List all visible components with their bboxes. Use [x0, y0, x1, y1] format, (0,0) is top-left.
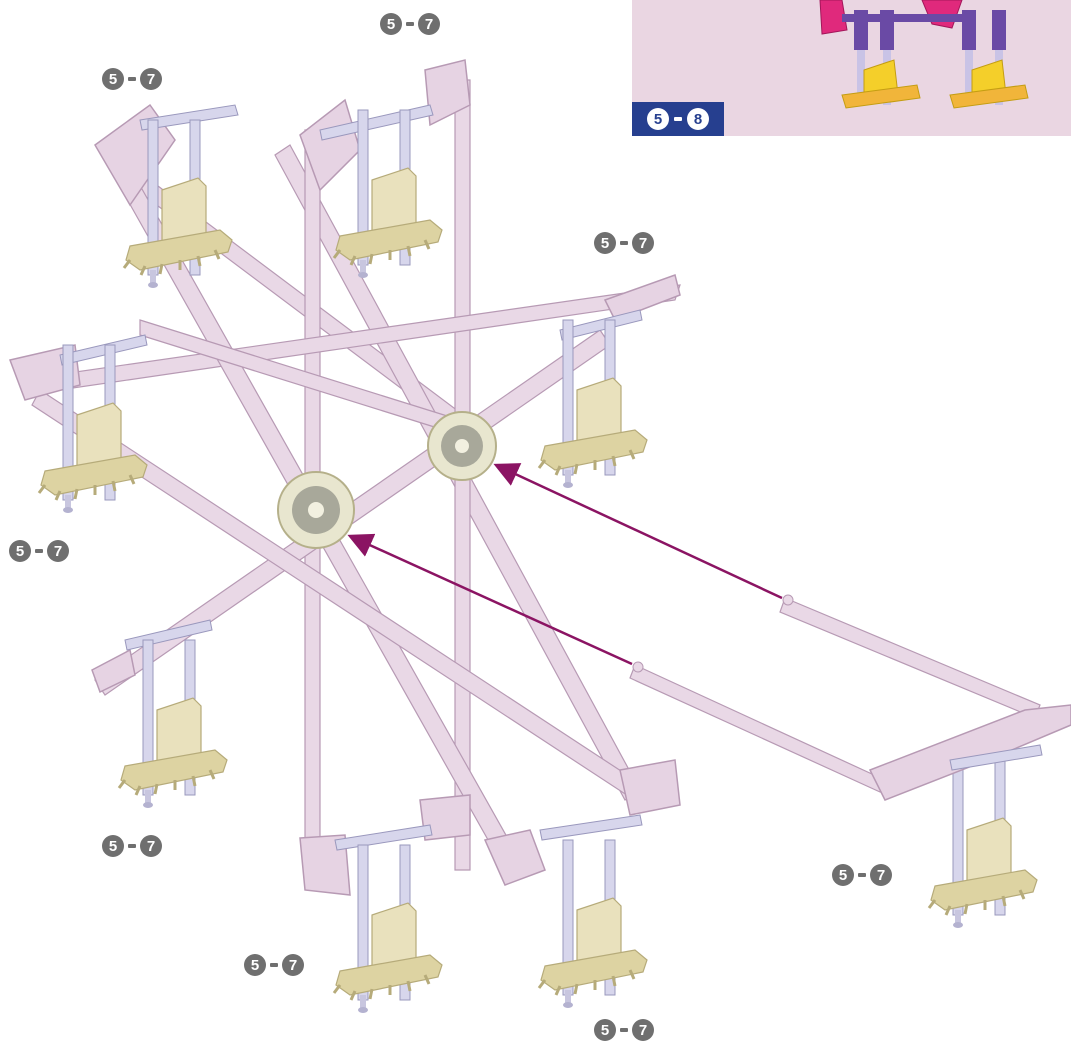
step-major: 5 — [9, 540, 31, 562]
hub-front — [277, 471, 355, 549]
step-minor: 7 — [140, 68, 162, 90]
step-minor: 7 — [418, 13, 440, 35]
step-minor: 7 — [632, 232, 654, 254]
step-minor: 7 — [47, 540, 69, 562]
gondola-bottom-right — [537, 838, 649, 1010]
inset-step-separator — [674, 117, 682, 121]
step-minor: 7 — [140, 835, 162, 857]
step-major: 5 — [102, 835, 124, 857]
step-separator — [270, 963, 278, 967]
insertion-arrow-front — [347, 533, 633, 666]
step-major: 5 — [380, 13, 402, 35]
step-separator — [406, 22, 414, 26]
step-minor: 7 — [282, 954, 304, 976]
insertion-arrow-rear — [493, 463, 783, 600]
step-separator — [128, 844, 136, 848]
inset-step-major: 5 — [647, 108, 669, 130]
step-major: 5 — [244, 954, 266, 976]
step-separator — [35, 549, 43, 553]
step-separator — [858, 873, 866, 877]
inset-step-minor: 8 — [687, 108, 709, 130]
step-major: 5 — [594, 232, 616, 254]
detached-frame — [629, 594, 1071, 801]
gondola-detached — [927, 758, 1039, 930]
step-major: 5 — [832, 864, 854, 886]
step-minor: 7 — [870, 864, 892, 886]
hub-rear — [427, 411, 497, 481]
inset-illustration — [819, 0, 1029, 109]
gondola-bottom-center — [332, 843, 444, 1015]
inset-step-badge: 5 8 — [632, 102, 724, 136]
step-major: 5 — [102, 68, 124, 90]
step-separator — [620, 241, 628, 245]
step-separator — [128, 77, 136, 81]
step-major: 5 — [594, 1019, 616, 1041]
step-minor: 7 — [632, 1019, 654, 1041]
step-separator — [620, 1028, 628, 1032]
